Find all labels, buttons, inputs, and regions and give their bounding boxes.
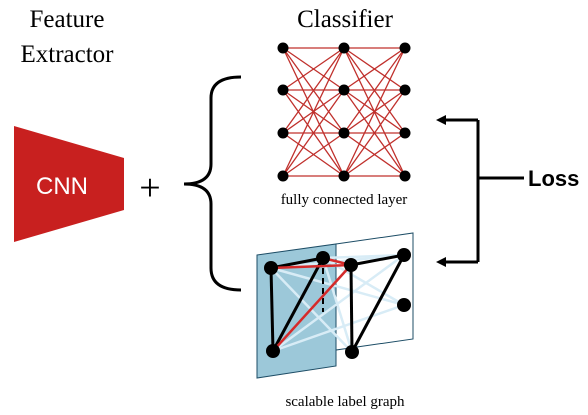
label-graph-caption: scalable label graph bbox=[285, 394, 405, 410]
fc-node bbox=[277, 170, 289, 182]
fc-edge bbox=[282, 47, 345, 177]
graph-cross-edge bbox=[272, 253, 405, 353]
loss-label: Loss bbox=[528, 166, 579, 191]
fc-node bbox=[338, 84, 350, 96]
fc-node bbox=[338, 42, 350, 54]
graph-highlight-edge bbox=[270, 263, 352, 270]
fc-node bbox=[399, 170, 411, 182]
fc-edge bbox=[343, 89, 406, 177]
classifier-title: Classifier bbox=[297, 6, 393, 33]
graph-node bbox=[344, 258, 358, 272]
graph-node bbox=[397, 248, 411, 262]
fc-edge bbox=[343, 47, 406, 91]
fc-edge bbox=[343, 47, 406, 177]
graph-cross-edge bbox=[272, 303, 405, 353]
fc-node bbox=[399, 42, 411, 54]
fc-edge bbox=[282, 47, 345, 134]
label-graph-edges bbox=[269, 253, 406, 353]
cnn-label: CNN bbox=[36, 173, 88, 200]
fc-edge bbox=[282, 132, 345, 177]
feature-extractor-title-line2: Extractor bbox=[20, 41, 114, 68]
graph-edge bbox=[350, 254, 406, 353]
graph-highlight-edge bbox=[272, 264, 352, 352]
plus-sign: + bbox=[139, 167, 160, 209]
graph-edge bbox=[270, 256, 324, 270]
fully-connected-caption: fully connected layer bbox=[281, 192, 408, 208]
graph-node bbox=[266, 344, 280, 358]
graph-node bbox=[345, 345, 359, 359]
cnn-block bbox=[14, 126, 124, 242]
graph-node bbox=[316, 251, 330, 265]
fc-node bbox=[399, 84, 411, 96]
fc-node bbox=[338, 170, 350, 182]
fc-node bbox=[277, 127, 289, 139]
graph-node bbox=[397, 298, 411, 312]
fully-connected-nodes bbox=[277, 42, 411, 182]
fc-edge bbox=[282, 89, 345, 177]
graph-edge bbox=[269, 267, 275, 352]
graph-node bbox=[264, 261, 278, 275]
graph-edge bbox=[271, 257, 325, 352]
fc-node bbox=[277, 42, 289, 54]
graph-edge bbox=[350, 253, 405, 267]
fc-node bbox=[399, 127, 411, 139]
fc-edge bbox=[343, 47, 406, 134]
fc-edge bbox=[282, 47, 345, 91]
fc-node bbox=[277, 84, 289, 96]
graph-edge bbox=[349, 264, 354, 353]
fully-connected-edges bbox=[282, 47, 406, 177]
fc-node bbox=[338, 127, 350, 139]
graph-cross-edge bbox=[322, 253, 405, 260]
label-graph-nodes bbox=[264, 248, 411, 359]
curly-brace bbox=[183, 75, 242, 292]
fc-edge bbox=[343, 132, 406, 177]
feature-extractor-title-line1: Feature bbox=[30, 6, 105, 33]
